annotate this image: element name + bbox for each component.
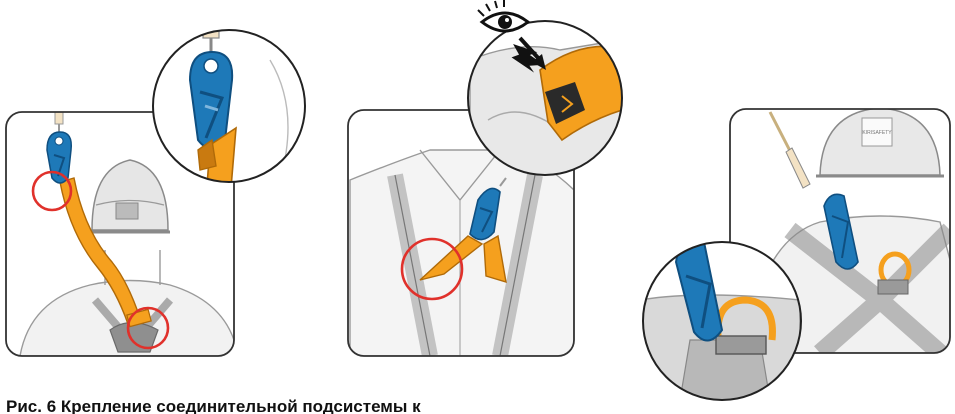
helmet-label: KIRISAFETY bbox=[862, 130, 892, 136]
zoom-detail-2 bbox=[468, 21, 622, 175]
eye-icon bbox=[478, 0, 528, 31]
figure-caption: Рис. 6 Крепление соединительной подсисте… bbox=[6, 397, 566, 414]
